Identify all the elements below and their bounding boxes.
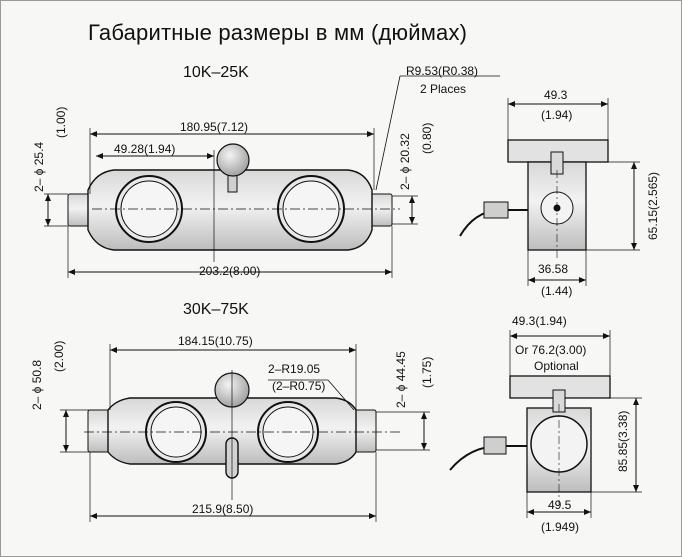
side-width-alt-bottom: Or 76.2(3.00) bbox=[515, 343, 587, 357]
beam-30k-75k bbox=[84, 370, 400, 500]
model-label-bottom: 30K–75K bbox=[183, 301, 249, 318]
end-dia-top: 2– ϕ 25.4 bbox=[32, 141, 46, 192]
model-label-top: 10K–25K bbox=[183, 64, 249, 81]
side-width-alt-note-bottom: Optional bbox=[534, 359, 579, 373]
page-title: Габаритные размеры в мм (дюймах) bbox=[88, 20, 468, 45]
end-dia-in-bottom: (2.00) bbox=[52, 340, 66, 372]
radius-label-bottom: 2–R19.05 bbox=[268, 362, 321, 376]
end-dia-in-top: (1.00) bbox=[54, 106, 68, 138]
hole-dia-in-top: (0.80) bbox=[420, 122, 434, 154]
side-base-top: 36.58 bbox=[538, 262, 569, 276]
radius-in-bottom: (2–R0.75) bbox=[272, 379, 326, 393]
side-base-in-top: (1.44) bbox=[541, 284, 573, 298]
side-base-bottom: 49.5 bbox=[548, 498, 572, 512]
side-view-10k-25k bbox=[459, 139, 609, 260]
end-dia-bottom: 2– ϕ 50.8 bbox=[30, 359, 44, 410]
hole-dia-bottom: 2– ϕ 44.45 bbox=[394, 351, 408, 408]
side-view-30k-75k bbox=[449, 375, 611, 505]
side-width-top: 49.3 bbox=[544, 88, 568, 102]
hole-dia-in-bottom: (1.75) bbox=[420, 356, 434, 388]
total-length-top: 203.2(8.00) bbox=[199, 264, 261, 278]
side-height-top: 65.15(2.565) bbox=[646, 171, 660, 240]
side-base-in-bottom: (1.949) bbox=[541, 520, 580, 534]
side-height-bottom: 85.85(3.38) bbox=[616, 410, 630, 472]
radius-note-top: 2 Places bbox=[420, 82, 467, 96]
radius-label-top: R9.53(R0.38) bbox=[406, 64, 479, 78]
overall-shoulders-bottom: 184.15(10.75) bbox=[178, 334, 253, 348]
half-span-top: 49.28(1.94) bbox=[114, 142, 176, 156]
side-width-in-top: (1.94) bbox=[541, 108, 573, 122]
total-length-bottom: 215.9(8.50) bbox=[192, 502, 254, 516]
side-width-bottom: 49.3(1.94) bbox=[512, 314, 567, 328]
beam-10k-25k bbox=[67, 143, 400, 262]
hole-dia-top: 2– ϕ 20.32 bbox=[398, 133, 412, 190]
overall-shoulders-top: 180.95(7.12) bbox=[180, 120, 249, 134]
